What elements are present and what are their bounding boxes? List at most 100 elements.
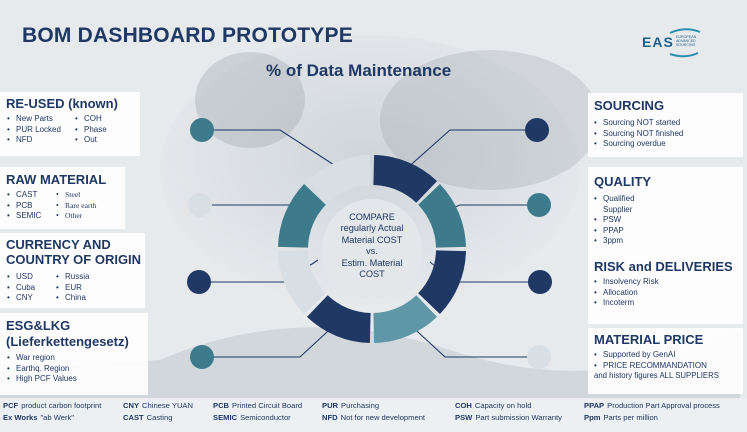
list-item: Rare earth	[56, 201, 96, 212]
segment-sourcing	[373, 155, 437, 203]
currency-heading-1: CURRENCY AND	[6, 237, 111, 252]
page-subtitle: % of Data Maintenance	[266, 61, 452, 80]
list-item: Sourcing NOT finished	[594, 129, 683, 140]
raw-material-heading: RAW MATERIAL	[6, 172, 107, 187]
logo-swoosh-icon	[669, 28, 701, 58]
maintenance-ring	[278, 155, 466, 343]
list-item: High PCF Values	[7, 374, 77, 385]
segment-reused	[307, 155, 371, 203]
center-line: COST	[359, 269, 385, 280]
dot-quality	[527, 193, 551, 217]
list-item: Supported by GenAI	[594, 350, 707, 361]
center-compare-text: COMPARE regularly Actual Material COST v…	[318, 212, 426, 280]
dot-currency	[187, 270, 211, 294]
ant-body-shape	[380, 50, 600, 190]
center-line: COMPARE	[349, 212, 395, 222]
dot-material-price	[527, 345, 551, 369]
list-item: Incoterm	[594, 298, 659, 309]
center-line: vs.	[366, 246, 378, 257]
glossary-item: Ex Works"ab Werk"	[3, 413, 74, 422]
risk-heading: RISK and DELIVERIES	[594, 259, 733, 274]
list-item: New Parts	[7, 114, 61, 125]
currency-list-1: USD Cuba CNY	[7, 272, 35, 304]
list-item: China	[56, 293, 89, 304]
reused-list-1: New Parts PUR Locked NFD	[7, 114, 61, 146]
list-item: Other	[56, 211, 96, 222]
esg-heading-2: (Lieferkettengesetz)	[6, 334, 129, 349]
ring-center	[322, 199, 422, 299]
logo-text: EAS	[642, 34, 674, 50]
material-price-list: Supported by GenAI PRICE RECOMMANDATION	[594, 350, 707, 371]
dot-risk	[528, 270, 552, 294]
quality-list: Qualified Supplier PSW PPAP 3ppm	[594, 194, 654, 247]
risk-list: Insolvency Risk Allocation Incoterm	[594, 277, 659, 309]
list-item: Phase	[75, 125, 107, 136]
company-logo: EAS EUROPEAN ADVANCED SOURCING	[640, 24, 720, 60]
segment-raw	[278, 184, 326, 248]
raw-list-2: Steel Rare earth Other	[56, 190, 96, 222]
list-item: Sourcing NOT started	[594, 118, 683, 129]
reused-heading: RE-USED (known)	[6, 96, 118, 111]
list-item: USD	[7, 272, 35, 283]
list-item: PUR Locked	[7, 125, 61, 136]
raw-list-1: CAST PCB SEMIC	[7, 190, 41, 222]
dot-esg	[190, 345, 214, 369]
currency-heading-2: COUNTRY OF ORIGIN	[6, 252, 142, 267]
segment-esg	[307, 295, 371, 343]
segment-risk	[418, 250, 466, 314]
quality-heading: QUALITY	[594, 174, 652, 189]
dot-reused	[190, 118, 214, 142]
list-item: EUR	[56, 283, 89, 294]
material-price-heading: MATERIAL PRICE	[594, 332, 704, 347]
list-item: PPAP	[594, 226, 654, 237]
reused-list-2: COH Phase Out	[75, 114, 107, 146]
material-price-tail: and history figures ALL SUPPLIERS	[594, 371, 719, 380]
list-item: PSW	[594, 215, 654, 226]
list-item: CAST	[7, 190, 41, 201]
list-item: COH	[75, 114, 107, 125]
list-item: Russia	[56, 272, 89, 283]
list-item: SEMIC	[7, 211, 41, 222]
list-item: Earthq. Region	[7, 364, 77, 375]
list-item: War region	[7, 353, 77, 364]
list-item: Cuba	[7, 283, 35, 294]
center-line: regularly Actual	[340, 223, 404, 234]
list-item: 3ppm	[594, 236, 654, 247]
ground-shape	[0, 327, 740, 400]
segment-currency	[278, 250, 326, 314]
center-line: Material COST	[341, 234, 403, 245]
page-title: BOM DASHBOARD PROTOTYPE	[22, 24, 353, 47]
dot-raw	[188, 193, 212, 217]
center-line: Estim. Material	[341, 257, 403, 268]
list-item: PCB	[7, 201, 41, 212]
dot-sourcing	[525, 118, 549, 142]
currency-list-2: Russia EUR China	[56, 272, 89, 304]
list-item: NFD	[7, 135, 61, 146]
list-item: Qualified Supplier	[594, 194, 654, 215]
list-item: Out	[75, 135, 107, 146]
list-item: CNY	[7, 293, 35, 304]
esg-heading-1: ESG&LKG	[6, 318, 71, 333]
esg-list: War region Earthq. Region High PCF Value…	[7, 353, 77, 385]
list-item: Insolvency Risk	[594, 277, 659, 288]
list-item: Allocation	[594, 288, 659, 299]
segment-quality	[418, 184, 466, 248]
ant-eye-shape	[195, 52, 305, 148]
logo-subtext: EUROPEAN ADVANCED SOURCING	[676, 35, 697, 47]
list-item: Sourcing overdue	[594, 139, 683, 150]
sourcing-heading: SOURCING	[594, 98, 665, 113]
segment-material-price	[373, 295, 437, 343]
sourcing-list: Sourcing NOT started Sourcing NOT finish…	[594, 118, 683, 150]
